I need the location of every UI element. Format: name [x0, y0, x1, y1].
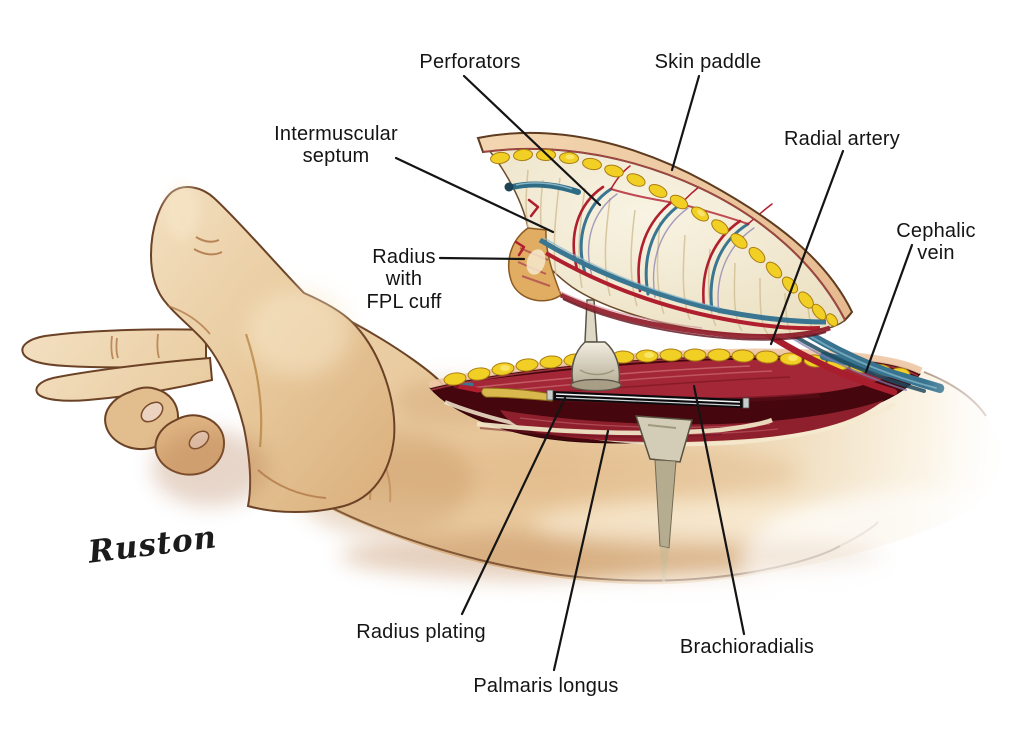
- leader-radius-plating: [460, 396, 567, 616]
- subcutaneous-fat-chain: [443, 348, 911, 386]
- leader-cephalic-vein: [864, 243, 914, 374]
- artery-stumps: [514, 198, 540, 257]
- label-palmaris-longus: Palmaris longus: [473, 675, 619, 697]
- skin-paddle-flap: [476, 132, 854, 341]
- thenar-crease: [244, 333, 263, 448]
- label-radial-artery: Radial artery: [784, 128, 900, 150]
- flap-cut-edge: [559, 292, 831, 339]
- leader-intermuscular-septum: [394, 156, 555, 234]
- leader-brachioradialis: [692, 384, 746, 636]
- label-cephalic-vein: Cephalic vein: [896, 220, 976, 265]
- leader-lines: [394, 74, 914, 672]
- tendon-band: [481, 387, 553, 402]
- leader-skin-paddle: [670, 74, 701, 172]
- label-intermuscular-septum: Intermuscular septum: [274, 123, 398, 168]
- label-skin-paddle: Skin paddle: [654, 51, 762, 73]
- fingernail: [140, 401, 164, 423]
- leader-palmaris-longus: [552, 429, 610, 672]
- hand: [21, 184, 396, 513]
- label-radius-plating: Radius plating: [356, 621, 486, 643]
- axial-artery: [544, 251, 821, 331]
- axial-vein: [538, 237, 827, 325]
- brachioradialis-muscle: [455, 359, 900, 400]
- vein-stub: [509, 181, 581, 195]
- label-perforators: Perforators: [419, 51, 521, 73]
- retractor-bottom: [634, 415, 693, 582]
- leader-perforators: [462, 74, 602, 207]
- flap-fat-chain: [490, 148, 839, 327]
- leader-radial-artery: [769, 149, 845, 346]
- label-brachioradialis: Brachioradialis: [679, 636, 815, 658]
- leader-radius-fpl-cuff: [438, 256, 526, 261]
- radius-plate: [481, 387, 750, 409]
- thumb-creases: [193, 236, 223, 256]
- label-radius-fpl-cuff: Radius with FPL cuff: [366, 246, 442, 313]
